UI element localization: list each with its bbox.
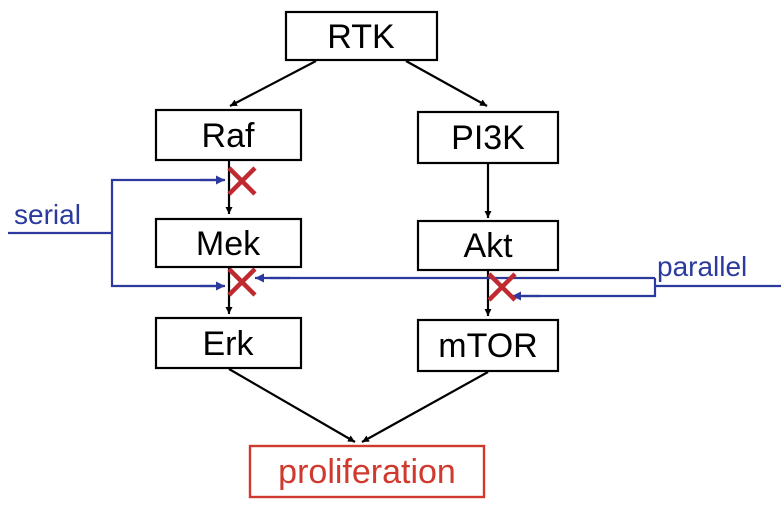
node-proliferation: proliferation [248, 444, 486, 499]
serial-label: serial [14, 199, 81, 230]
node-erk-label: Erk [203, 325, 255, 363]
edge-rtk-raf [229, 60, 317, 107]
parallel-bracket [520, 278, 657, 298]
node-mtor-label: mTOR [438, 327, 537, 365]
edge-mtor-proliferation [361, 371, 489, 443]
node-akt-label: Akt [463, 227, 513, 265]
node-pi3k: PI3K [416, 110, 560, 165]
edge-rtk-pi3k [405, 60, 488, 107]
node-proliferation-label: proliferation [278, 453, 456, 491]
node-mek-label: Mek [196, 225, 261, 263]
node-mek: Mek [154, 217, 303, 269]
node-pi3k-label: PI3K [451, 119, 525, 157]
block-mark-akt-mtor [487, 272, 517, 302]
node-erk: Erk [154, 316, 303, 370]
node-raf-label: Raf [202, 117, 255, 155]
node-rtk: RTK [284, 10, 439, 62]
parallel-label: parallel [657, 251, 747, 282]
serial-bracket [110, 178, 224, 288]
node-raf: Raf [154, 108, 303, 162]
node-rtk-label: RTK [327, 18, 395, 56]
node-mtor: mTOR [416, 318, 560, 373]
edge-erk-proliferation [228, 368, 356, 443]
block-mark-mek-erk [227, 267, 257, 297]
block-mark-raf-mek [227, 166, 257, 196]
node-akt: Akt [416, 219, 560, 272]
